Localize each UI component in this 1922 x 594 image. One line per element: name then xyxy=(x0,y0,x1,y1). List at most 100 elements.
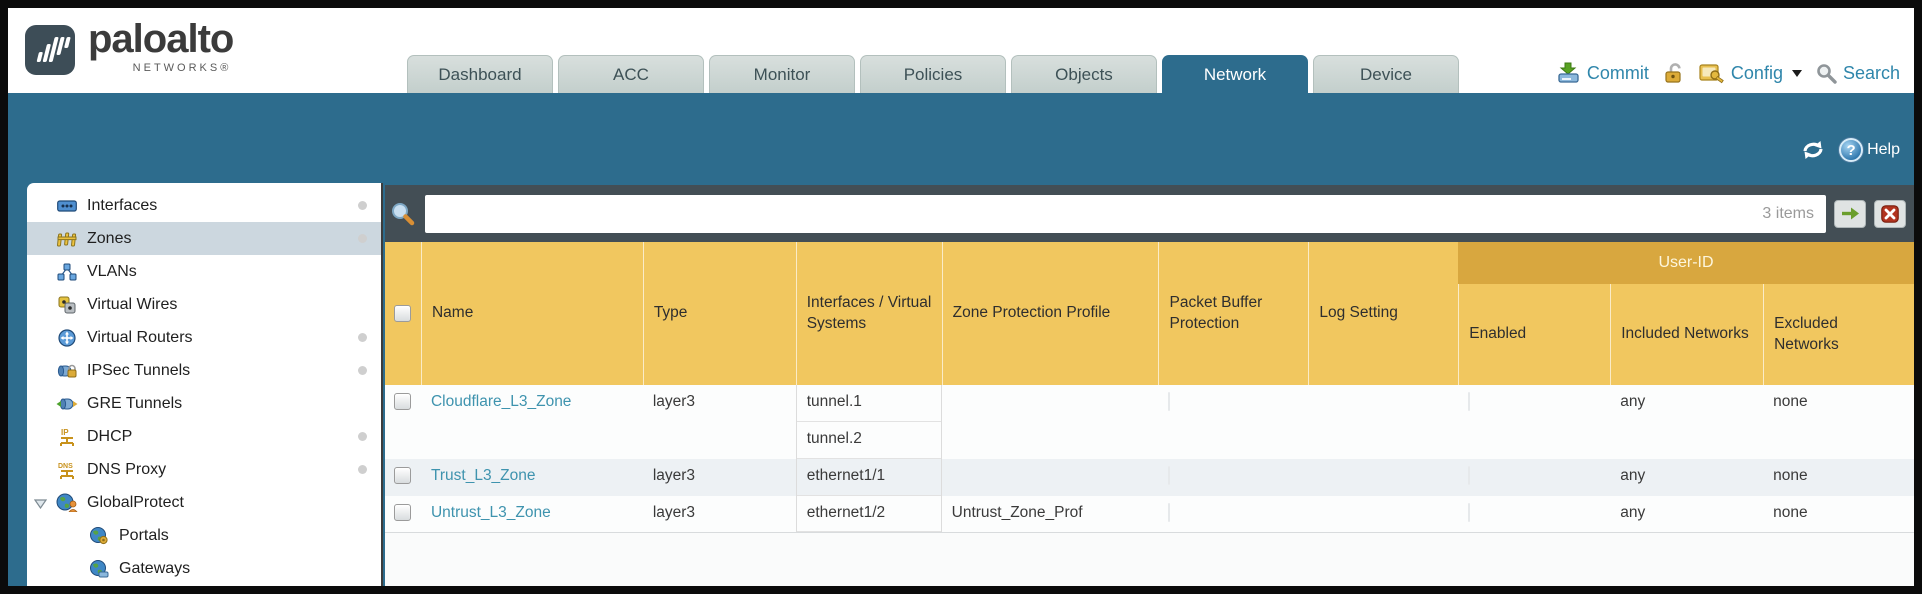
packet-buffer-checkbox xyxy=(1168,503,1171,522)
sidebar-item-label: VLANs xyxy=(87,262,137,280)
sidebar-item-label: IPSec Tunnels xyxy=(87,361,191,379)
column-header-log-setting[interactable]: Log Setting xyxy=(1308,242,1458,385)
zone-protection-profile xyxy=(942,459,1159,496)
sidebar-item-virtual-routers[interactable]: Virtual Routers xyxy=(27,321,381,354)
sidebar-item-interfaces[interactable]: Interfaces xyxy=(27,189,381,222)
zone-type: layer3 xyxy=(652,393,696,410)
refresh-icon[interactable] xyxy=(1799,139,1827,161)
column-header-name[interactable]: Name xyxy=(420,242,643,385)
zone-protection-profile xyxy=(942,385,1159,459)
config-label: Config xyxy=(1730,62,1783,83)
dns-proxy-icon: DNS xyxy=(55,460,79,480)
status-dot xyxy=(358,201,367,210)
gateways-icon xyxy=(87,559,111,579)
column-header-interfaces[interactable]: Interfaces / Virtual Systems xyxy=(795,242,942,385)
tab-dashboard[interactable]: Dashboard xyxy=(407,55,553,93)
enabled-checkbox xyxy=(1468,503,1471,522)
column-header-type[interactable]: Type xyxy=(642,242,796,385)
band-tools: ? Help xyxy=(1799,138,1900,162)
ipsec-tunnels-icon xyxy=(55,361,79,381)
config-dropdown[interactable]: Config xyxy=(1699,62,1802,84)
commit-icon xyxy=(1558,62,1579,83)
gre-tunnels-icon xyxy=(55,394,79,414)
filter-input-wrap: 3 items xyxy=(425,194,1826,233)
tab-acc[interactable]: ACC xyxy=(558,55,704,93)
sidebar-item-gre-tunnels[interactable]: GRE Tunnels xyxy=(27,387,381,420)
zone-interfaces: ethernet1/1 xyxy=(795,459,942,496)
select-all-cell xyxy=(385,242,421,385)
column-header-enabled[interactable]: Enabled xyxy=(1458,242,1610,385)
sidebar-item-dns-proxy[interactable]: DNS DNS Proxy xyxy=(27,453,381,486)
sidebar-item-virtual-wires[interactable]: Virtual Wires xyxy=(27,288,381,321)
tab-objects[interactable]: Objects xyxy=(1011,55,1157,93)
filter-input[interactable] xyxy=(425,194,1826,233)
zones-table-body: Cloudflare_L3_Zone layer3 tunnel.1 tunne… xyxy=(385,385,1914,533)
zone-name-link[interactable]: Untrust_L3_Zone xyxy=(430,504,551,521)
zone-type: layer3 xyxy=(652,504,696,521)
column-header-packet-buffer-protection[interactable]: Packet Buffer Protection xyxy=(1158,242,1308,385)
zone-name-link[interactable]: Cloudflare_L3_Zone xyxy=(430,393,572,410)
status-dot xyxy=(358,366,367,375)
filter-search-icon[interactable] xyxy=(389,201,417,227)
dhcp-icon: IP xyxy=(55,427,79,447)
sidebar-item-label: Virtual Routers xyxy=(87,328,193,346)
help-label: Help xyxy=(1867,141,1900,158)
clear-filter-button[interactable] xyxy=(1874,199,1906,228)
column-header-excluded-networks[interactable]: Excluded Networks xyxy=(1763,242,1914,385)
sidebar-item-label: Zones xyxy=(87,229,132,247)
sidebar-item-portals[interactable]: Portals xyxy=(27,519,381,552)
tab-network[interactable]: Network xyxy=(1162,55,1308,93)
close-icon xyxy=(1881,204,1899,223)
zones-icon xyxy=(55,229,79,249)
svg-text:IP: IP xyxy=(61,428,69,437)
search-icon xyxy=(1817,63,1837,84)
table-row: Trust_L3_Zone layer3 ethernet1/1 any non… xyxy=(385,459,1914,496)
zone-interfaces: tunnel.1 tunnel.2 xyxy=(795,385,942,459)
brand-subtitle: NETWORKS® xyxy=(132,62,232,74)
sidebar-item-ipsec-tunnels[interactable]: IPSec Tunnels xyxy=(27,354,381,387)
chevron-down-icon xyxy=(1791,69,1802,77)
sidebar-item-label: Interfaces xyxy=(87,196,158,214)
sidebar-item-vlans[interactable]: VLANs xyxy=(27,255,381,288)
included-networks: any xyxy=(1620,504,1646,521)
sidebar-item-label: Gateways xyxy=(119,559,191,577)
sidebar-item-zones[interactable]: Zones xyxy=(27,222,381,255)
network-sidebar: Interfaces Zones VLANs Virtual Wires xyxy=(27,183,383,586)
row-checkbox[interactable] xyxy=(394,467,412,484)
filter-toolbar: 3 items xyxy=(385,185,1914,242)
log-setting xyxy=(1308,496,1458,532)
apply-filter-button[interactable] xyxy=(1834,199,1866,228)
enabled-checkbox xyxy=(1468,466,1471,485)
zone-name-link[interactable]: Trust_L3_Zone xyxy=(430,467,536,484)
tab-monitor[interactable]: Monitor xyxy=(709,55,855,93)
sidebar-item-dhcp[interactable]: IP DHCP xyxy=(27,420,381,453)
sidebar-item-label: DHCP xyxy=(87,427,133,445)
interface-entry: tunnel.2 xyxy=(796,422,941,459)
packet-buffer-protection-cell xyxy=(1158,459,1308,496)
lock-icon[interactable] xyxy=(1663,62,1685,84)
help-button[interactable]: ? Help xyxy=(1839,138,1900,162)
excluded-networks: none xyxy=(1773,467,1808,484)
packet-buffer-checkbox xyxy=(1168,392,1171,411)
row-checkbox[interactable] xyxy=(394,504,412,521)
commit-button[interactable]: Commit xyxy=(1557,62,1649,84)
select-all-checkbox[interactable] xyxy=(394,305,412,322)
sidebar-item-globalprotect[interactable]: GlobalProtect xyxy=(27,486,381,519)
tab-policies[interactable]: Policies xyxy=(860,55,1006,93)
tab-device[interactable]: Device xyxy=(1313,55,1459,93)
status-dot xyxy=(358,234,367,243)
included-networks: any xyxy=(1620,467,1646,484)
portals-icon xyxy=(87,526,111,546)
search-button[interactable]: Search xyxy=(1816,63,1900,84)
vlans-icon xyxy=(55,262,79,282)
expander-open-icon[interactable] xyxy=(33,496,48,514)
sidebar-item-label: GlobalProtect xyxy=(87,493,184,511)
row-checkbox[interactable] xyxy=(394,393,412,410)
sidebar-item-gateways[interactable]: Gateways xyxy=(27,552,381,585)
enabled-checkbox xyxy=(1468,392,1471,411)
packet-buffer-checkbox xyxy=(1168,466,1171,485)
column-header-included-networks[interactable]: Included Networks xyxy=(1610,242,1763,385)
column-header-zone-protection-profile[interactable]: Zone Protection Profile xyxy=(941,242,1159,385)
brand-name: paloalto xyxy=(88,17,234,61)
excluded-networks: none xyxy=(1773,393,1808,410)
